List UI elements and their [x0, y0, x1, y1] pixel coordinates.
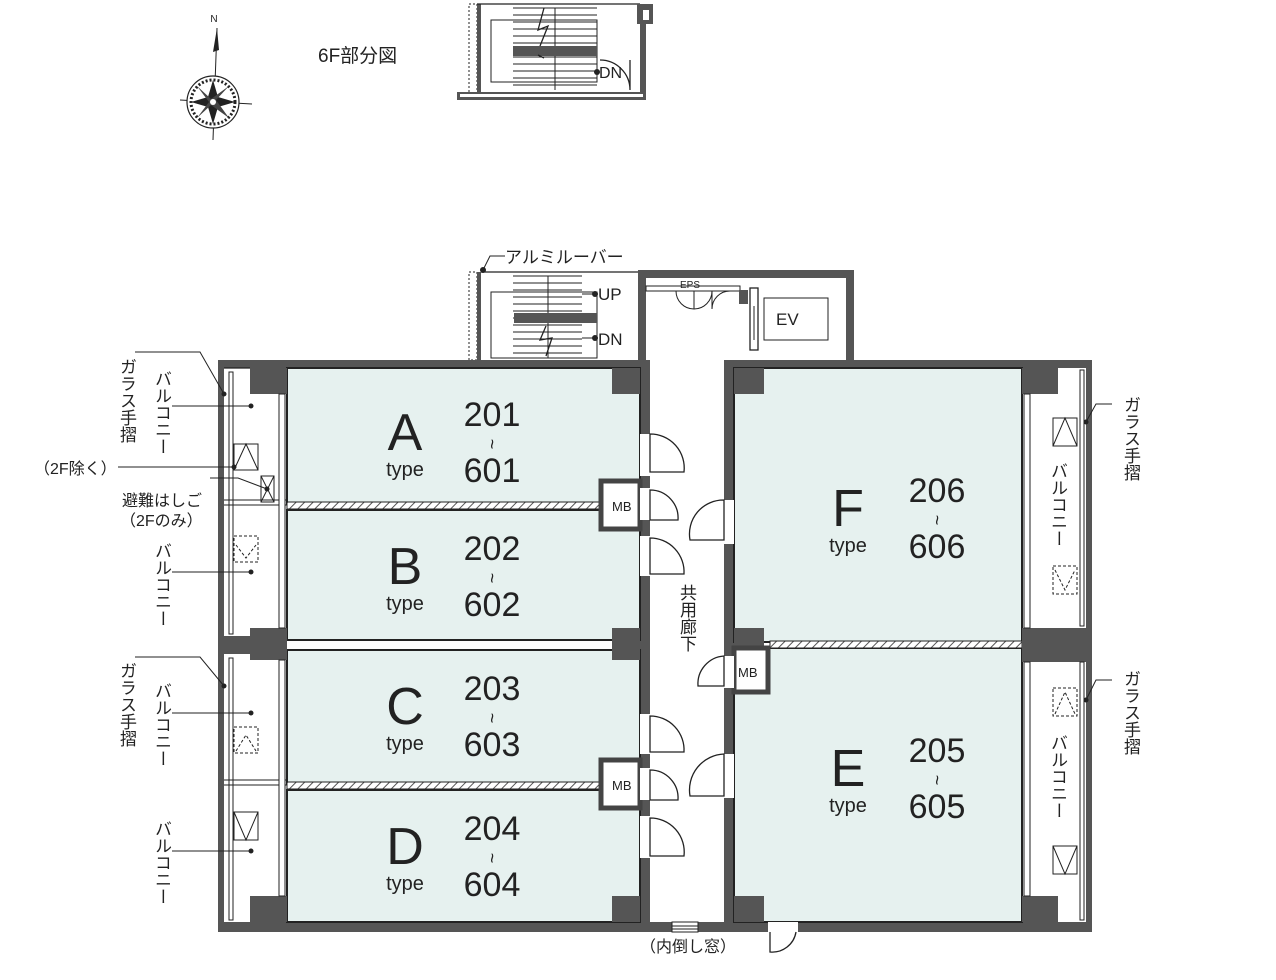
unit-f-letter: F: [832, 480, 864, 538]
unit-f-from: 206: [909, 472, 966, 510]
eps-label: EPS: [680, 280, 700, 291]
glass-rail-label-1: ガラス手摺: [116, 358, 137, 444]
unit-a-type: type: [386, 459, 424, 481]
unit-d-room: [286, 789, 641, 923]
unit-d-sep: ~: [482, 853, 502, 864]
balcony-label-f: バルコニー: [1047, 462, 1067, 547]
unit-c-to: 603: [464, 726, 521, 764]
unit-b-from: 202: [464, 530, 521, 568]
stair-dn-label: DN: [598, 330, 623, 349]
unit-b-type: type: [386, 593, 424, 615]
unit-f-to: 606: [909, 528, 966, 566]
balcony-label-c: バルコニー: [151, 682, 171, 767]
unit-a-from: 201: [464, 396, 521, 434]
balcony-label-e: バルコニー: [1047, 734, 1067, 819]
unit-a-letter: A: [388, 404, 423, 462]
unit-a-sep: ~: [482, 439, 502, 450]
glass-rail-label-4: ガラス手摺: [1120, 670, 1141, 756]
unit-c-letter: C: [386, 678, 424, 736]
unit-f-type: type: [829, 535, 867, 557]
page-title: 6F部分図: [318, 45, 397, 67]
eps-ev-shaft: [638, 270, 854, 362]
except-2f-label: （2F除く）: [34, 460, 117, 478]
balcony-label-d: バルコニー: [151, 820, 171, 905]
unit-b-sep: ~: [482, 573, 502, 584]
unit-c-label: C type 203 ~ 603: [386, 670, 520, 764]
unit-c-from: 203: [464, 670, 521, 708]
unit-c-room: [286, 649, 641, 785]
balcony-label-a: バルコニー: [151, 370, 171, 455]
unit-e-to: 605: [909, 788, 966, 826]
doors: [640, 433, 798, 953]
unit-a-to: 601: [464, 452, 521, 490]
glass-rail-label-2: ガラス手摺: [116, 662, 137, 748]
stair-dn-label-6f: DN: [599, 65, 622, 82]
unit-f-sep: ~: [927, 515, 947, 526]
unit-a-label: A type 201 ~ 601: [386, 396, 520, 490]
inner-window-label: （内倒し窓）: [640, 938, 736, 956]
mb-label-e: MB: [738, 665, 758, 680]
unit-c-sep: ~: [482, 713, 502, 724]
unit-b-label: B type 202 ~ 602: [386, 530, 520, 624]
compass-north-label: N: [210, 14, 217, 25]
unit-e-room: [733, 647, 1023, 923]
right-balconies: [1023, 369, 1089, 921]
glass-rail-label-3: ガラス手摺: [1120, 396, 1141, 482]
unit-d-to: 604: [464, 866, 521, 904]
mb-label-c: MB: [612, 778, 632, 793]
unit-c-type: type: [386, 733, 424, 755]
ev-label: EV: [776, 310, 799, 329]
aluminum-louver-label: アルミルーバー: [505, 248, 624, 267]
unit-e-letter: E: [831, 740, 866, 798]
unit-b-room: [286, 509, 641, 641]
compass-rose-icon: [179, 27, 253, 141]
unit-a-room: [286, 367, 641, 505]
unit-f-label: F type 206 ~ 606: [829, 472, 965, 566]
unit-b-letter: B: [388, 538, 423, 596]
unit-e-sep: ~: [927, 775, 947, 786]
stair-6f-partial: [457, 3, 653, 100]
stair-up-label: UP: [598, 285, 622, 304]
stair-core: [468, 271, 640, 361]
unit-e-from: 205: [909, 732, 966, 770]
escape-ladder-label: 避難はしご: [122, 492, 202, 510]
unit-d-type: type: [386, 873, 424, 895]
only-2f-label: （2Fのみ）: [120, 512, 203, 530]
left-balconies: [221, 367, 287, 921]
mb-label-a: MB: [612, 499, 632, 514]
unit-e-type: type: [829, 795, 867, 817]
unit-f-room: [733, 367, 1023, 643]
leader-lines: [118, 351, 1112, 852]
balcony-label-b: バルコニー: [151, 542, 171, 627]
unit-d-letter: D: [386, 818, 424, 876]
corridor-label: 共用廊下: [676, 584, 697, 652]
unit-e-label: E type 205 ~ 605: [829, 732, 965, 826]
unit-d-from: 204: [464, 810, 521, 848]
unit-d-label: D type 204 ~ 604: [386, 810, 520, 904]
building-shell: [218, 360, 1092, 932]
unit-b-to: 602: [464, 586, 521, 624]
